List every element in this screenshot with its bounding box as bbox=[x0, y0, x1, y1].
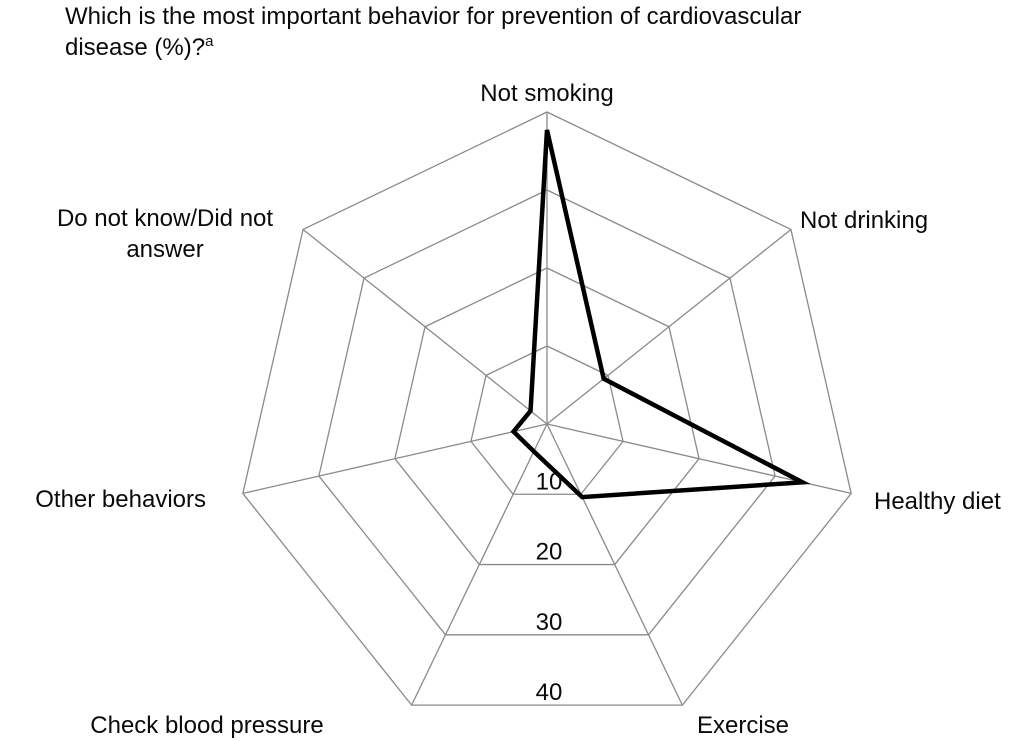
axis-label-do-not-know: Do not know/Did not answer bbox=[56, 205, 274, 263]
grid-ring bbox=[242, 111, 852, 706]
data-polygon bbox=[510, 129, 811, 500]
axis-spoke bbox=[242, 423, 548, 495]
tick-label: 40 bbox=[536, 679, 563, 706]
chart-title-line1: Which is the most important behavior for… bbox=[65, 3, 802, 30]
footnote-marker: a bbox=[205, 33, 214, 50]
tick-label: 20 bbox=[536, 539, 563, 566]
axis-label-check-blood-pressure: Check blood pressure bbox=[90, 712, 324, 739]
axis-spoke bbox=[546, 228, 792, 425]
grid-ring bbox=[394, 267, 700, 566]
axis-label-exercise: Exercise bbox=[696, 712, 790, 739]
chart-title: Which is the most important behavior for… bbox=[65, 1, 985, 63]
axis-label-not-drinking: Not drinking bbox=[800, 207, 929, 234]
axis-spoke bbox=[411, 423, 548, 706]
tick-label: 10 bbox=[536, 468, 563, 495]
chart-title-line2: disease (%)?a bbox=[65, 33, 214, 61]
axis-spoke bbox=[546, 423, 683, 706]
tick-label: 30 bbox=[536, 609, 563, 636]
grid-ring bbox=[470, 345, 624, 495]
axis-label-other-behaviors: Other behaviors bbox=[35, 486, 206, 513]
axis-spoke bbox=[302, 228, 548, 425]
grid-ring bbox=[318, 189, 776, 636]
axis-label-healthy-diet: Healthy diet bbox=[874, 488, 1001, 515]
axis-label-not-smoking: Not smoking bbox=[480, 80, 614, 107]
